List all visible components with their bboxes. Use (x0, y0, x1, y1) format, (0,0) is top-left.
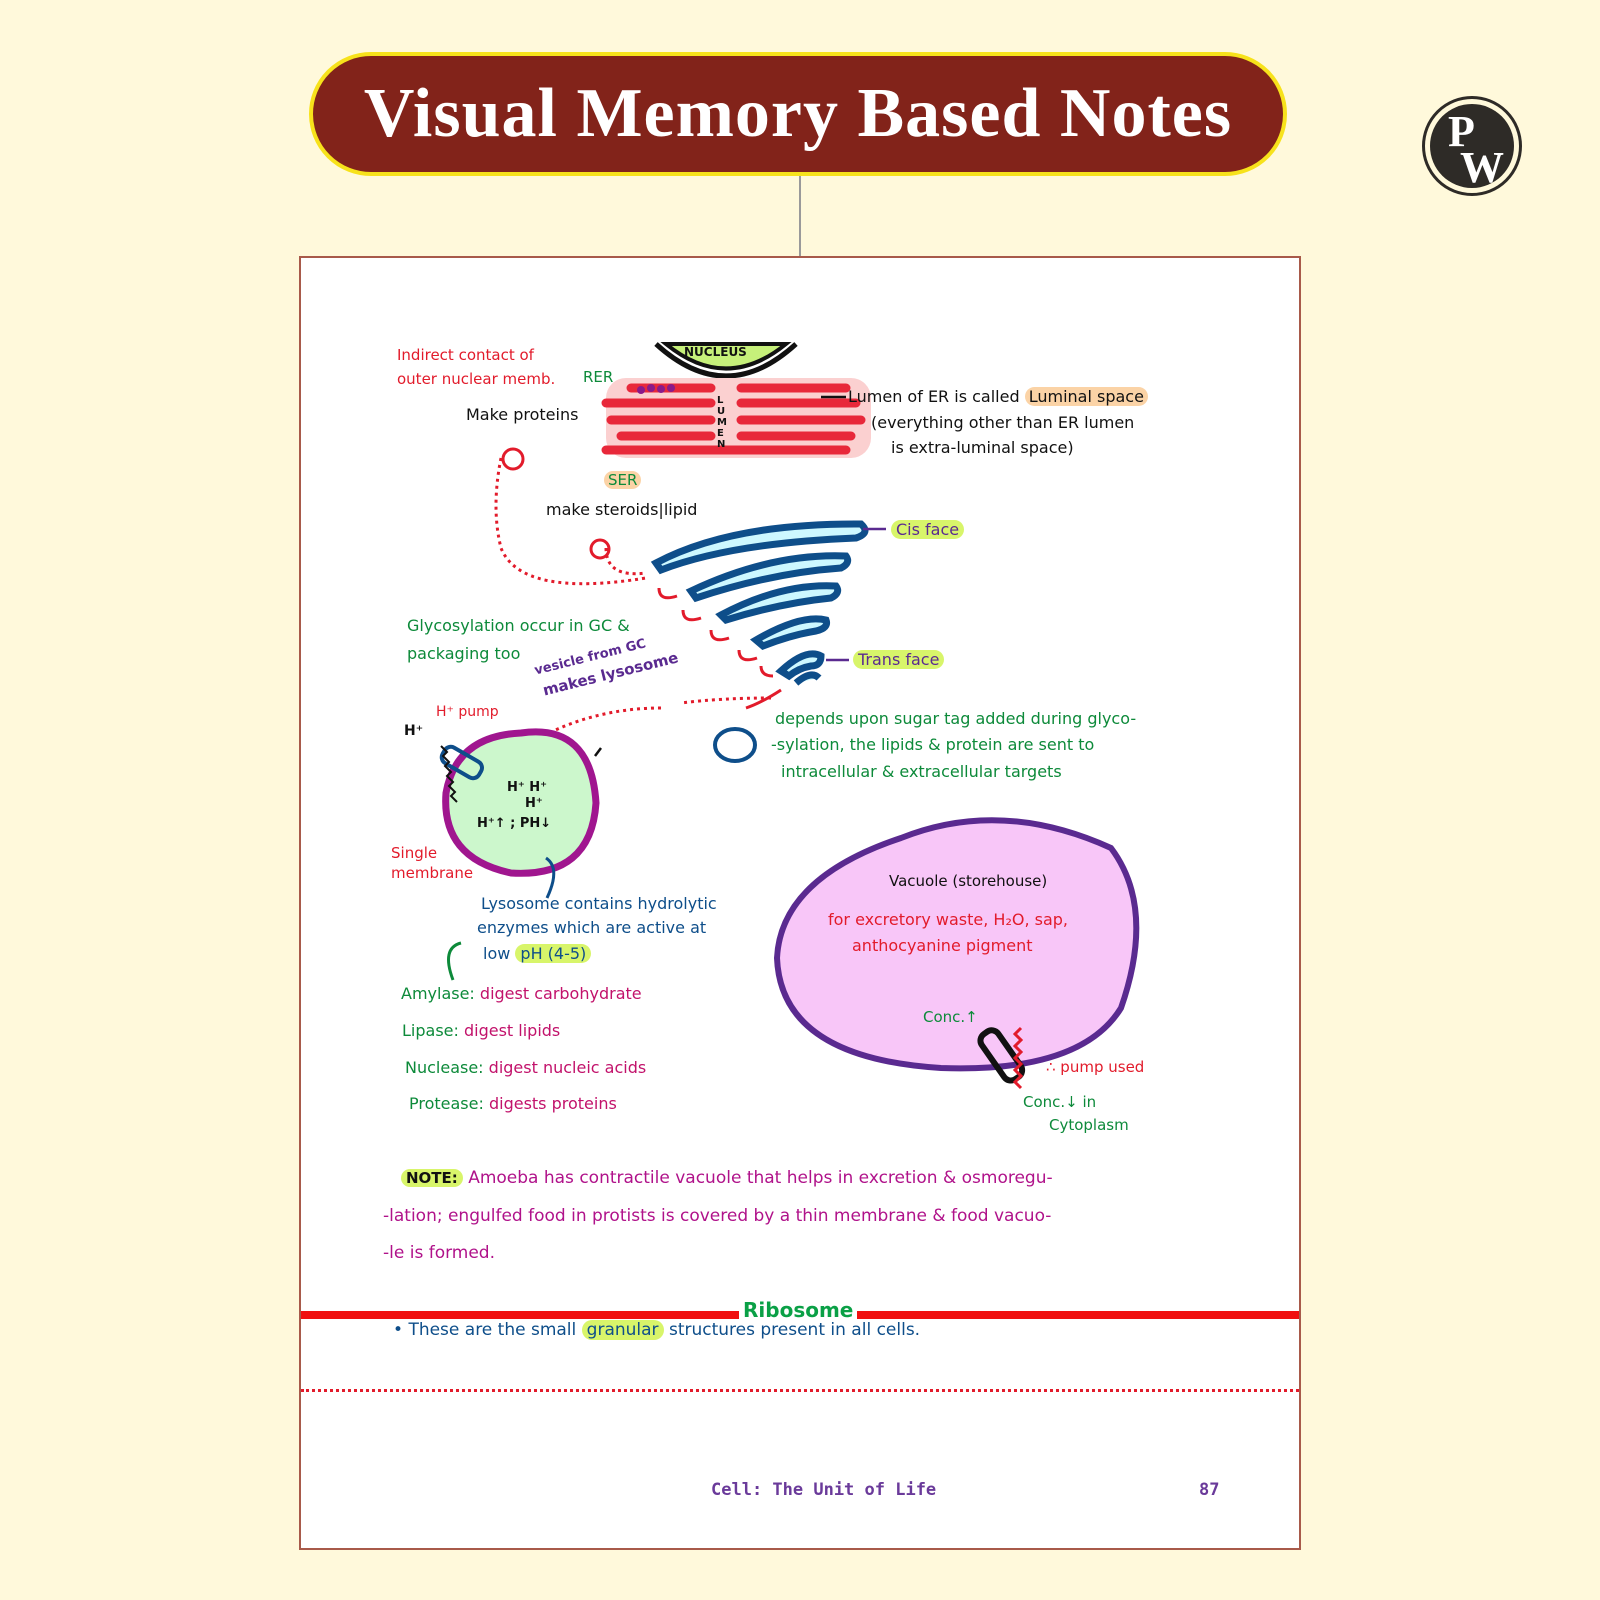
enzyme-amylase: Amylase: digest carbohydrate (401, 984, 642, 1003)
enzyme-protease: Protease: digests proteins (409, 1094, 617, 1113)
lysosome-desc-line1: Lysosome contains hydrolytic (481, 894, 717, 913)
h-ions-inside-2: H⁺ (525, 796, 543, 811)
indirect-contact-line2: outer nuclear memb. (397, 370, 556, 388)
trans-face-label: Trans face (853, 650, 945, 669)
enzyme-lipase: Lipase: digest lipids (402, 1021, 561, 1040)
indirect-contact-line1: Indirect contact of (397, 346, 534, 364)
golgi-icon (650, 520, 869, 686)
h-pump-label: H⁺ pump (436, 704, 499, 720)
ser-label: SER (604, 471, 642, 489)
conc-down-line1: Conc.↓ in (1023, 1093, 1097, 1111)
note-line3: -le is formed. (383, 1243, 495, 1263)
low-ph-note: low pH (4-5) (483, 944, 592, 963)
vacuole-title: Vacuole (storehouse) (889, 872, 1048, 890)
notes-page: NUCLEUS LUMEN Indirect contact of outer … (299, 256, 1301, 1550)
glycosylation-line2: packaging too (407, 644, 521, 663)
enzyme-nuclease: Nuclease: digest nucleic acids (405, 1058, 647, 1077)
lysosome-desc-line2: enzymes which are active at (477, 918, 707, 937)
rer-label: RER (583, 368, 614, 386)
ser-function: make steroids|lipid (546, 500, 698, 519)
note-line1: NOTE: Amoeba has contractile vacuole tha… (401, 1168, 1053, 1188)
er-icon (601, 378, 871, 458)
single-membrane-line2: membrane (391, 864, 474, 882)
transport-arrows-icon (494, 457, 782, 735)
vacuole-icon (773, 817, 1140, 1072)
nucleus-icon (654, 342, 798, 379)
pw-logo: P W (1422, 96, 1522, 196)
lumen-note-line1: Lumen of ER is called Luminal space (848, 387, 1148, 406)
title-banner: Visual Memory Based Notes (309, 52, 1287, 176)
vacuole-contents-line1: for excretory waste, H₂O, sap, (828, 910, 1069, 929)
lysosome-icon (442, 728, 600, 877)
banner-hanger-line (799, 176, 801, 282)
page-title: Visual Memory Based Notes (363, 75, 1233, 152)
single-membrane-line1: Single (391, 844, 438, 862)
lumen-label: LUMEN (717, 395, 727, 450)
vesicle-icon (713, 727, 757, 763)
footer-page-number: 87 (1199, 1480, 1220, 1500)
cis-face-label: Cis face (891, 520, 965, 539)
lumen-note-line2: (everything other than ER lumen (871, 413, 1135, 432)
conc-down-line2: Cytoplasm (1049, 1116, 1129, 1134)
rer-function: Make proteins (466, 405, 579, 424)
h-ion-outside: H⁺ (404, 723, 424, 739)
ribosome-bullet: • These are the small granular structure… (393, 1320, 921, 1340)
glycosylation-line1: Glycosylation occur in GC & (407, 616, 630, 635)
h-ions-inside-1: H⁺ H⁺ (507, 780, 548, 795)
ribosome-heading: Ribosome (739, 1298, 858, 1322)
logo-letter-p: P (1448, 107, 1475, 156)
pump-used-label: ∴ pump used (1046, 1058, 1145, 1076)
proton-pump-icon (439, 744, 484, 781)
targeting-note-line2: -sylation, the lipids & protein are sent… (771, 735, 1095, 754)
targeting-note-line3: intracellular & extracellular targets (781, 762, 1062, 781)
nucleus-label: NUCLEUS (684, 345, 747, 359)
footer-chapter: Cell: The Unit of Life (711, 1480, 937, 1500)
vacuole-contents-line2: anthocyanine pigment (852, 936, 1033, 955)
note-label: NOTE: (401, 1169, 463, 1187)
ph-note: H⁺↑ ; PH↓ (477, 816, 552, 831)
diagram-drawings (439, 342, 1140, 1090)
dotted-divider (301, 1389, 1299, 1392)
targeting-note-line1: depends upon sugar tag added during glyc… (775, 709, 1137, 728)
logo-letter-w: W (1460, 143, 1504, 192)
lumen-note-line3: is extra-luminal space) (891, 438, 1074, 457)
note-line2: -lation; engulfed food in protists is co… (383, 1206, 1052, 1226)
conc-up-label: Conc.↑ (923, 1008, 978, 1026)
